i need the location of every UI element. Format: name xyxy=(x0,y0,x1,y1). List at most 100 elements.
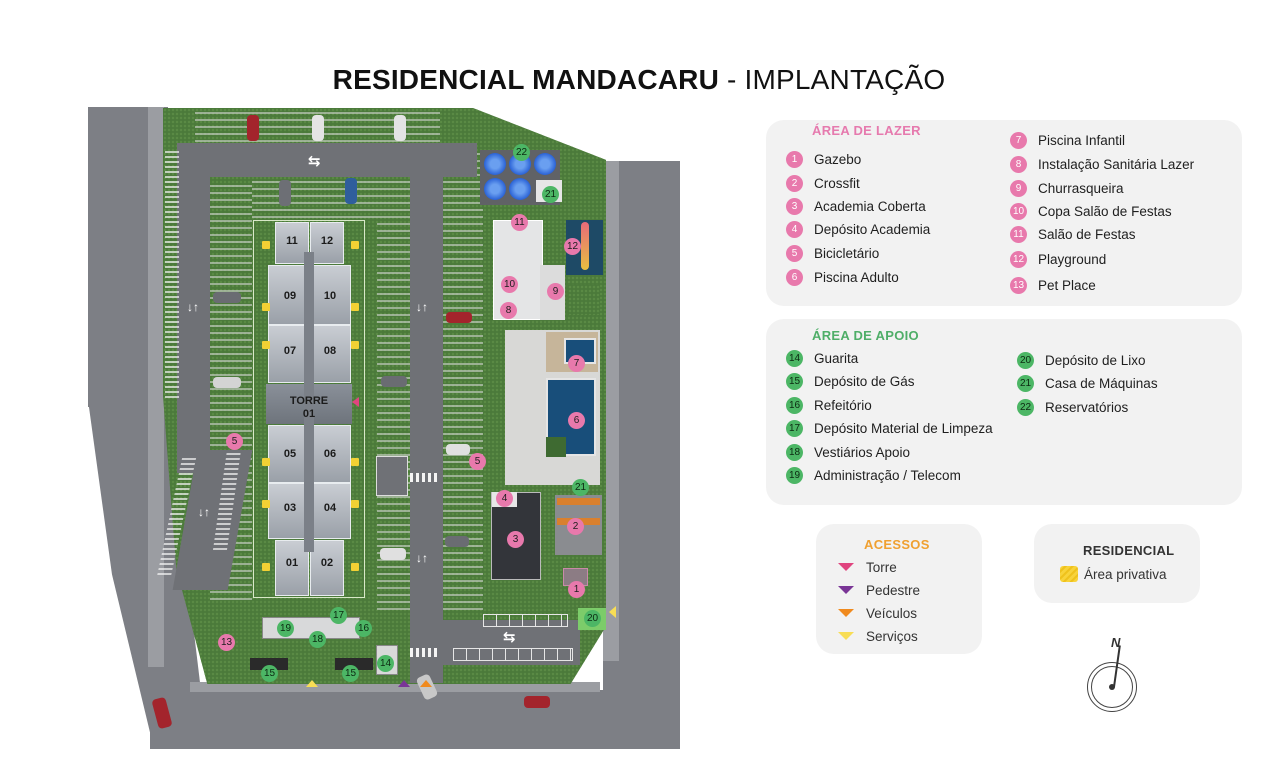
legend-label: Playground xyxy=(1038,251,1107,267)
legend-num-badge: 18 xyxy=(786,443,803,461)
unit-03-block xyxy=(268,483,309,539)
legend-item: 1 Gazebo xyxy=(786,149,861,169)
legend-num-badge: 19 xyxy=(786,466,803,484)
marker-5-bicicletario[interactable]: 5 xyxy=(469,453,486,470)
legend-num-badge: 12 xyxy=(1010,250,1027,268)
car-icon xyxy=(446,444,470,455)
legend-num-badge: 1 xyxy=(786,150,803,168)
marker-21-maquinas[interactable]: 21 xyxy=(572,479,589,496)
legend-label: Vestiários Apoio xyxy=(814,444,911,460)
unit-02-block xyxy=(310,540,344,596)
legend-num-badge: 5 xyxy=(786,244,803,262)
crosswalk-bottom xyxy=(410,648,440,657)
legend-apoio-title: ÁREA DE APOIO xyxy=(812,328,919,343)
marker-14-guarita[interactable]: 14 xyxy=(377,655,394,672)
legend-num-badge: 6 xyxy=(786,268,803,286)
marker-2-crossfit[interactable]: 2 xyxy=(567,518,584,535)
tower-label-1: TORRE xyxy=(289,395,329,407)
site-plan-map: 11 12 09 10 07 08 TORRE 01 05 06 03 04 0… xyxy=(88,107,680,749)
legend-access-veiculos: Veículos xyxy=(838,603,917,623)
marker-13-pet-place[interactable]: 13 xyxy=(218,634,235,651)
private-area-marker xyxy=(351,241,359,249)
marker-22-reservatorios[interactable]: 22 xyxy=(513,144,530,161)
tower-label-2: 01 xyxy=(302,408,316,420)
accessible-parking xyxy=(376,456,408,496)
legend-num-badge: 13 xyxy=(1010,276,1027,294)
private-area-marker xyxy=(262,500,270,508)
legend-label: Pedestre xyxy=(866,582,921,598)
legend-area-privativa: Área privativa xyxy=(1060,564,1167,584)
car-icon xyxy=(312,115,324,141)
parking-right-col xyxy=(443,150,483,610)
marker-16-refeitorio[interactable]: 16 xyxy=(355,620,372,637)
car-icon xyxy=(345,178,357,204)
gas-deposit-1 xyxy=(250,658,288,670)
legend-label: Crossfit xyxy=(814,175,860,191)
unit-label-12: 12 xyxy=(320,235,334,247)
car-icon xyxy=(381,376,407,387)
legend-num-badge: 7 xyxy=(1010,131,1027,149)
marker-20-lixo[interactable]: 20 xyxy=(584,610,601,627)
legend-label: Gazebo xyxy=(814,151,862,167)
unit-07-block xyxy=(268,325,309,383)
marker-10-copa[interactable]: 10 xyxy=(501,276,518,293)
parking-stripes-left xyxy=(165,148,179,398)
marker-6-piscina-adulto[interactable]: 6 xyxy=(568,412,585,429)
legend-num-badge: 11 xyxy=(1010,225,1027,243)
compass-center xyxy=(1109,684,1115,690)
legend-num-badge: 4 xyxy=(786,220,803,238)
marker-4-deposito-academia[interactable]: 4 xyxy=(496,490,513,507)
unit-label-09: 09 xyxy=(283,290,297,302)
internal-road-mid xyxy=(410,143,443,683)
marker-17-dml[interactable]: 17 xyxy=(330,607,347,624)
private-area-marker xyxy=(351,341,359,349)
parking-mid-top xyxy=(252,180,377,218)
car-icon xyxy=(524,696,550,708)
unit-12-block xyxy=(310,222,344,264)
marker-1-gazebo[interactable]: 1 xyxy=(568,581,585,598)
car-icon xyxy=(445,536,469,547)
legend-num-badge: 9 xyxy=(1010,179,1027,197)
legend-item: 18 Vestiários Apoio xyxy=(786,442,910,462)
marker-12-playground[interactable]: 12 xyxy=(564,238,581,255)
marker-8-sanitaria[interactable]: 8 xyxy=(500,302,517,319)
unit-11-block xyxy=(275,222,309,264)
unit-04-block xyxy=(310,483,351,539)
legend-lazer-title: ÁREA DE LAZER xyxy=(812,123,921,138)
marker-11-salao[interactable]: 11 xyxy=(511,214,528,231)
access-service-icon xyxy=(609,606,616,618)
marker-7-piscina-infantil[interactable]: 7 xyxy=(568,355,585,372)
sidewalk-west xyxy=(148,107,164,667)
marker-18-vestiarios[interactable]: 18 xyxy=(309,631,326,648)
legend-residencial-title: RESIDENCIAL xyxy=(1083,543,1175,558)
access-service-icon xyxy=(306,680,318,687)
car-icon xyxy=(380,548,406,560)
legend-label: Piscina Adulto xyxy=(814,269,899,285)
private-area-marker xyxy=(262,241,270,249)
compass-ring xyxy=(1091,666,1133,708)
legend-num-badge: 20 xyxy=(1017,351,1034,369)
marker-21-maquinas[interactable]: 21 xyxy=(542,186,559,203)
marker-5-bicicletario[interactable]: 5 xyxy=(226,433,243,450)
marker-15-gas[interactable]: 15 xyxy=(261,665,278,682)
private-area-marker xyxy=(262,303,270,311)
marker-15-gas[interactable]: 15 xyxy=(342,665,359,682)
page-title: RESIDENCIAL MANDACARU - IMPLANTAÇÃO xyxy=(0,64,1278,96)
title-bold: RESIDENCIAL MANDACARU xyxy=(332,64,720,95)
unit-label-07: 07 xyxy=(283,345,297,357)
triangle-down-icon xyxy=(838,586,854,594)
unit-label-10: 10 xyxy=(323,290,337,302)
party-hall-building xyxy=(493,220,543,320)
water-tank-icon xyxy=(534,153,556,175)
marker-9-churrasqueira[interactable]: 9 xyxy=(547,283,564,300)
tower-corridor xyxy=(304,252,314,552)
road-south xyxy=(150,690,680,749)
marker-3-academia[interactable]: 3 xyxy=(507,531,524,548)
unit-label-06: 06 xyxy=(323,448,337,460)
marker-19-admin[interactable]: 19 xyxy=(277,620,294,637)
